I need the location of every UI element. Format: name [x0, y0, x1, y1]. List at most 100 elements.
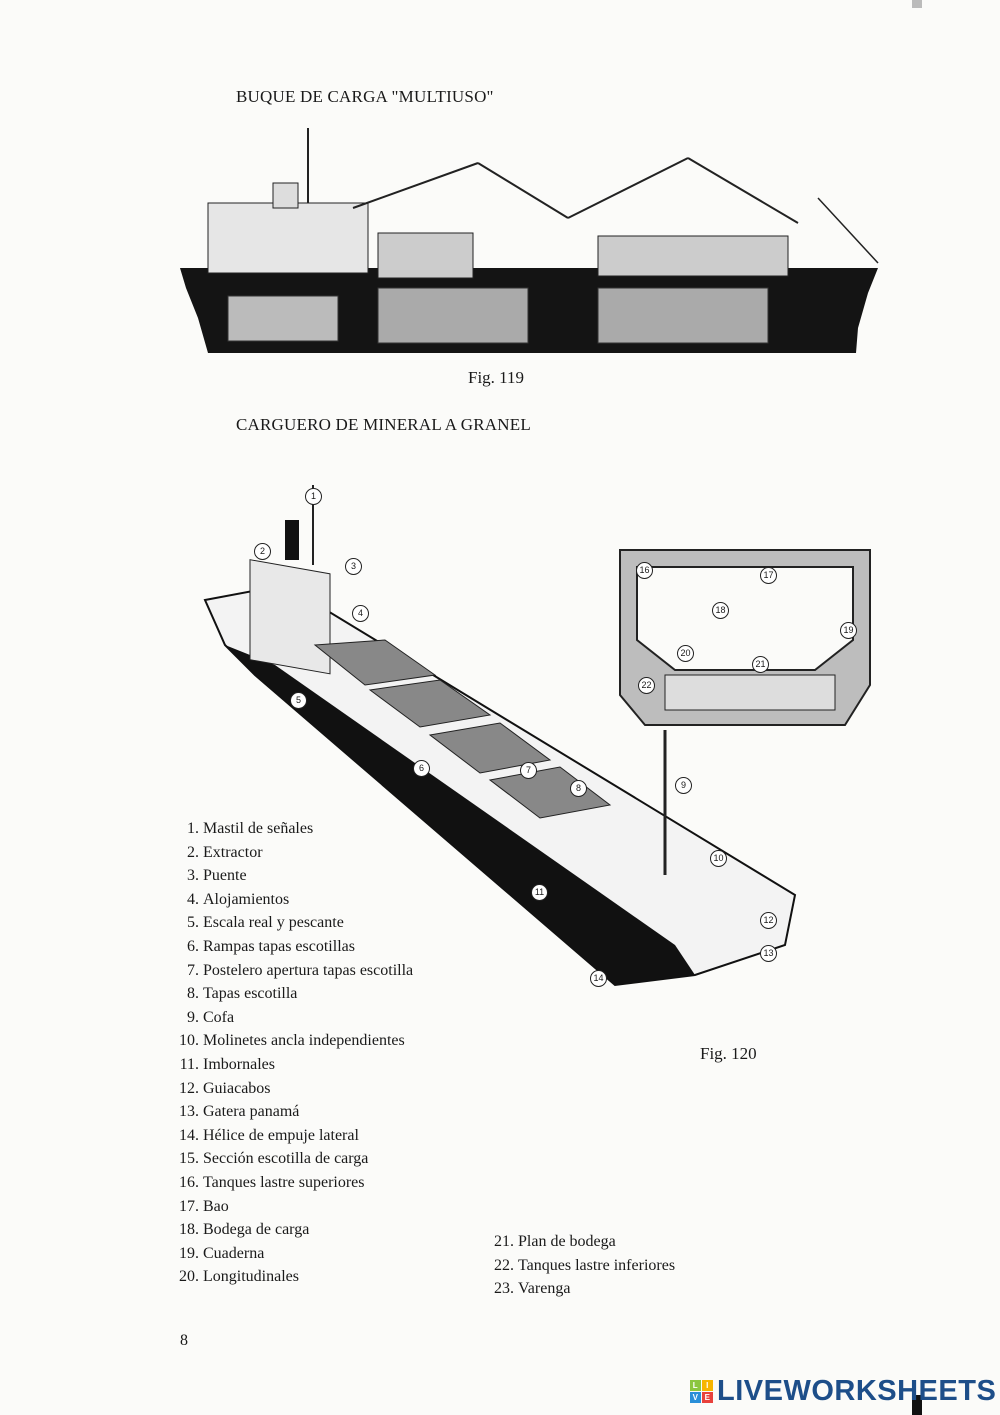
- legend-label: Imbornales: [203, 1055, 275, 1073]
- legend-item: 10.Molinetes ancla independientes: [173, 1029, 413, 1053]
- legend-item: 23.Varenga: [488, 1277, 675, 1301]
- legend-item: 21.Plan de bodega: [488, 1230, 675, 1254]
- legend-item: 5.Escala real y pescante: [173, 911, 413, 935]
- legend-item: 2.Extractor: [173, 841, 413, 865]
- legend-item: 17.Bao: [173, 1195, 413, 1219]
- fig120-caption: Fig. 120: [700, 1044, 757, 1063]
- legend-item: 18.Bodega de carga: [173, 1218, 413, 1242]
- legend-label: Puente: [203, 867, 247, 885]
- legend-item: 14.Hélice de empuje lateral: [173, 1124, 413, 1148]
- legend-number: 18.: [179, 1221, 199, 1239]
- legend-item: 1.Mastil de señales: [173, 817, 413, 841]
- legend-number: 13.: [179, 1103, 199, 1121]
- callout-9: 9: [675, 777, 692, 794]
- callout-21: 21: [752, 656, 769, 673]
- legend-label: Tanques lastre inferiores: [518, 1256, 676, 1274]
- hold-cross-section-illustration: [619, 549, 871, 726]
- callout-11: 11: [531, 884, 548, 901]
- legend-number: 10.: [179, 1032, 199, 1050]
- legend-item: 12.Guiacabos: [173, 1077, 413, 1101]
- legend-number: 17.: [179, 1197, 199, 1215]
- legend-number: 4.: [187, 890, 199, 908]
- logo-tile: V: [690, 1392, 701, 1403]
- bulk-ore-carrier-illustration: [203, 485, 797, 987]
- fig119-caption: Fig. 119: [468, 368, 525, 387]
- callout-13: 13: [760, 945, 777, 962]
- legend-item: 11.Imbornales: [173, 1053, 413, 1077]
- legend-label: Longitudinales: [203, 1268, 299, 1286]
- legend-label: Postelero apertura tapas escotilla: [203, 961, 414, 979]
- legend-label: Plan de bodega: [518, 1233, 616, 1250]
- legend-number: 19.: [179, 1244, 199, 1262]
- legend-label: Alojamientos: [203, 890, 290, 908]
- legend-number: 22.: [494, 1256, 514, 1274]
- logo-text: LIVEWORKSHEETS: [717, 1375, 997, 1407]
- fig120-title: CARGUERO DE MINERAL A GRANEL: [236, 415, 531, 434]
- legend-label: Tapas escotilla: [203, 985, 298, 1003]
- callout-22: 22: [638, 677, 655, 694]
- liveworksheets-logo: L I V E LIVEWORKSHEETS: [690, 1375, 996, 1408]
- legend-item: 3.Puente: [173, 864, 413, 888]
- legend-label: Gatera panamá: [203, 1103, 300, 1121]
- legend-label: Escala real y pescante: [203, 914, 344, 932]
- legend-item: 6.Rampas tapas escotillas: [173, 935, 413, 959]
- legend-number: 14.: [179, 1126, 199, 1144]
- legend-label: Sección escotilla de carga: [203, 1150, 369, 1168]
- page-number: 8: [180, 1332, 188, 1349]
- legend-number: 8.: [187, 985, 199, 1003]
- legend-label: Mastil de señales: [203, 820, 314, 837]
- callout-5: 5: [290, 692, 307, 709]
- logo-tile: E: [702, 1392, 713, 1403]
- callout-10: 10: [710, 850, 727, 867]
- legend-number: 21.: [494, 1233, 514, 1250]
- legend-number: 11.: [179, 1055, 199, 1073]
- legend-number: 5.: [187, 914, 199, 932]
- legend-item: 19.Cuaderna: [173, 1242, 413, 1266]
- legend-label: Cofa: [203, 1008, 235, 1026]
- legend-number: 1.: [187, 820, 199, 837]
- logo-tiles-icon: L I V E: [690, 1380, 713, 1403]
- legend-label: Molinetes ancla independientes: [203, 1032, 405, 1050]
- legend-number: 9.: [187, 1008, 199, 1026]
- fig119-title: BUQUE DE CARGA "MULTIUSO": [236, 87, 494, 106]
- legend-number: 7.: [187, 961, 199, 979]
- logo-tile: I: [702, 1380, 713, 1391]
- callout-19: 19: [840, 622, 857, 639]
- legend-item: 15.Sección escotilla de carga: [173, 1147, 413, 1171]
- legend-number: 16.: [179, 1173, 199, 1191]
- legend-item: 8.Tapas escotilla: [173, 982, 413, 1006]
- legend-number: 12.: [179, 1079, 199, 1097]
- legend-item: 9.Cofa: [173, 1006, 413, 1030]
- legend-item: 4.Alojamientos: [173, 888, 413, 912]
- legend-item: 16.Tanques lastre superiores: [173, 1171, 413, 1195]
- legend-item: 20.Longitudinales: [173, 1265, 413, 1289]
- legend-item: 22.Tanques lastre inferiores: [488, 1254, 675, 1278]
- legend-number: 20.: [179, 1268, 199, 1286]
- scan-edge-mark: [912, 1395, 922, 1415]
- legend-label: Cuaderna: [203, 1244, 265, 1262]
- legend-number: 23.: [494, 1280, 514, 1298]
- scan-edge-mark: [912, 0, 922, 8]
- legend-label: Tanques lastre superiores: [203, 1173, 365, 1191]
- callout-14: 14: [590, 970, 607, 987]
- legend-number: 6.: [187, 937, 199, 955]
- legend-number: 2.: [187, 843, 199, 861]
- legend-label: Bao: [203, 1197, 229, 1215]
- callout-3: 3: [345, 558, 362, 575]
- callout-2: 2: [254, 543, 271, 560]
- callout-16: 16: [636, 562, 653, 579]
- callout-4: 4: [352, 605, 369, 622]
- callout-8: 8: [570, 780, 587, 797]
- legend-label: Rampas tapas escotillas: [203, 937, 355, 955]
- legend-item: 13.Gatera panamá: [173, 1100, 413, 1124]
- legend-number: 3.: [187, 867, 199, 885]
- legend-item: 7.Postelero apertura tapas escotilla: [173, 959, 413, 983]
- callout-12: 12: [760, 912, 777, 929]
- callout-20: 20: [677, 645, 694, 662]
- legend-label: Guiacabos: [203, 1079, 271, 1097]
- callout-7: 7: [520, 762, 537, 779]
- legend-label: Hélice de empuje lateral: [203, 1126, 359, 1144]
- legend-label: Extractor: [203, 843, 263, 861]
- legend-number: 15.: [179, 1150, 199, 1168]
